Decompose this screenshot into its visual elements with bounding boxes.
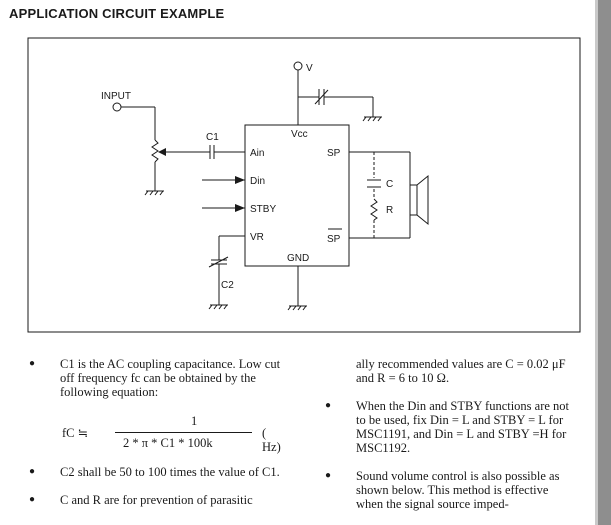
wiper-arrow — [158, 148, 166, 156]
list-item: ● C and R are for prevention of parasiti… — [29, 493, 286, 507]
note-din-stby: When the Din and STBY functions are not … — [356, 399, 570, 455]
ground-symbol — [287, 305, 307, 311]
page-title: APPLICATION CIRCUIT EXAMPLE — [9, 6, 225, 21]
notes-right-column: ally recommended values are C = 0.02 μF … — [325, 357, 577, 525]
input-terminal — [112, 102, 122, 112]
c1-label: C1 — [206, 132, 219, 143]
bullet: ● — [29, 494, 36, 505]
list-item: ● When the Din and STBY functions are no… — [325, 399, 577, 455]
supply-terminal — [293, 61, 303, 71]
bullet: ● — [29, 466, 36, 477]
list-item: ● C1 is the AC coupling capacitance. Low… — [29, 357, 286, 399]
bullet: ● — [29, 358, 36, 369]
input-label: INPUT — [101, 91, 131, 102]
equation-lhs: fC ≒ — [62, 426, 89, 440]
sp-pin-label: SP — [327, 148, 341, 159]
list-item: ● C2 shall be 50 to 100 times the value … — [29, 465, 286, 479]
ground-symbol — [144, 190, 164, 196]
ain-pin-label: Ain — [250, 148, 264, 159]
note-c-r-purpose: C and R are for prevention of parasitic — [60, 493, 253, 507]
page-edge-shadow — [595, 0, 598, 525]
diagram-frame — [27, 37, 581, 333]
equation-numerator: 1 — [191, 414, 198, 428]
speaker-cone — [416, 174, 429, 226]
vr-pin-label: VR — [250, 232, 264, 243]
note-c2-value: C2 shall be 50 to 100 times the value of… — [60, 465, 280, 479]
list-item: ● Sound volume control is also possible … — [325, 469, 577, 511]
ground-symbol — [362, 116, 382, 122]
bullet: ● — [325, 400, 332, 411]
gnd-pin-label: GND — [287, 253, 309, 264]
equation-denominator: 2 * π * C1 * 100k — [123, 436, 213, 450]
notes-left-column: ● C1 is the AC coupling capacitance. Low… — [29, 357, 286, 521]
c-label: C — [386, 179, 393, 190]
note-volume-control: Sound volume control is also possible as… — [356, 469, 560, 511]
circuit-diagram: INPUT V C1 C2 C R Vcc Ain Din STBY VR SP… — [27, 37, 581, 333]
ic-chip — [244, 124, 350, 267]
page-edge-shadow-dark — [598, 0, 611, 525]
fraction-bar — [115, 432, 252, 433]
r-label: R — [386, 205, 393, 216]
sp-bar-pin-label: SP — [327, 234, 341, 245]
speaker-body — [409, 184, 418, 216]
ground-symbol — [208, 304, 228, 310]
note-continuation: ally recommended values are C = 0.02 μF … — [356, 357, 566, 385]
din-pin-label: Din — [250, 176, 265, 187]
snubber-resistor — [370, 198, 378, 221]
c2-label: C2 — [221, 280, 234, 291]
note-c1-coupling: C1 is the AC coupling capacitance. Low c… — [60, 357, 281, 399]
potentiometer — [151, 139, 159, 163]
stby-arrow — [235, 204, 245, 212]
din-arrow — [235, 176, 245, 184]
supply-label: V — [306, 63, 313, 74]
vcc-pin-label: Vcc — [291, 129, 308, 140]
stby-pin-label: STBY — [250, 204, 276, 215]
cutoff-equation: fC ≒ 1 2 * π * C1 * 100k ( Hz) — [62, 413, 286, 454]
bullet: ● — [325, 470, 332, 481]
equation-unit: ( Hz) — [262, 426, 281, 454]
